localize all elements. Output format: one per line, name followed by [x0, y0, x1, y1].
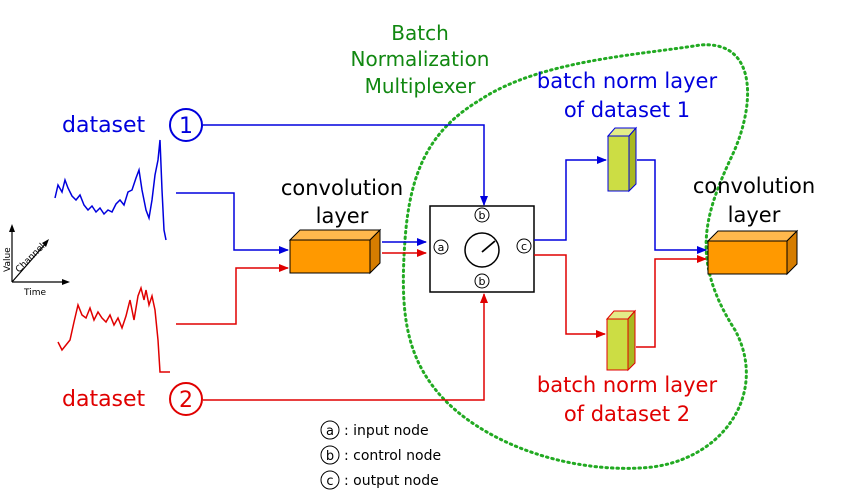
svg-text:b: b [479, 209, 486, 222]
multiplexer-switch: b b a c [429, 205, 535, 293]
control-node-top [474, 207, 490, 223]
axis-time-label: Time [23, 288, 46, 298]
axis-value-label: Value [3, 247, 13, 272]
dataset-1-number: 1 [179, 114, 193, 139]
conv-right-block [706, 229, 799, 276]
conv-left-label: convolution layer [281, 176, 403, 228]
dataset-2-number: 2 [179, 388, 193, 413]
svg-text:: output node: : output node [344, 473, 439, 489]
svg-text:a: a [438, 241, 445, 254]
title-line-2: Normalization [351, 47, 490, 71]
svg-text:convolution: convolution [693, 174, 815, 198]
legend-output-node: c : output node [320, 470, 439, 490]
dataset-2-signal [57, 285, 170, 373]
conv-left-block [288, 228, 382, 275]
dataset-2-circle [169, 382, 203, 416]
dataset-1-label: dataset [62, 113, 146, 138]
svg-text:convolution: convolution [281, 176, 403, 200]
output-node [516, 238, 532, 254]
svg-text:batch norm layer: batch norm layer [537, 373, 718, 397]
switch-needle [481, 240, 496, 253]
bn1-label: batch norm layer of dataset 1 [537, 69, 718, 122]
title-line-3: Multiplexer [365, 74, 477, 98]
legend-input-node: a : input node [320, 420, 429, 440]
control-node-bottom [474, 273, 490, 289]
dataset-1-connections [176, 124, 707, 254]
svg-text:a: a [326, 424, 334, 439]
svg-text:layer: layer [728, 203, 781, 227]
multiplexer-title: Batch Normalization Multiplexer [351, 21, 490, 98]
axis-channel-label: Channel [14, 242, 47, 275]
svg-text:c: c [521, 240, 527, 253]
input-node [433, 239, 449, 255]
multiplexer-region [401, 43, 750, 470]
bn2-label: batch norm layer of dataset 2 [537, 373, 718, 426]
bn1-block [606, 126, 638, 193]
svg-text:: input node: : input node [344, 423, 429, 439]
title-line-1: Batch [391, 21, 449, 45]
switch-dial [464, 232, 500, 268]
node-legend: a : input node b : control node c : outp… [320, 420, 441, 490]
bn2-block [605, 309, 637, 372]
svg-text:b: b [326, 449, 334, 464]
dataset-1-signal [54, 139, 167, 241]
svg-text:batch norm layer: batch norm layer [537, 69, 718, 93]
dataset-2-label: dataset [62, 387, 146, 412]
svg-text:c: c [326, 474, 333, 489]
legend-control-node: b : control node [320, 445, 441, 465]
axes-icon: Value Channel Time [3, 224, 70, 298]
dataset-2-connections [176, 249, 707, 401]
conv-right-label: convolution layer [693, 174, 815, 227]
svg-text:b: b [479, 275, 486, 288]
dataset-1-circle [169, 108, 203, 142]
svg-text:layer: layer [316, 204, 369, 228]
svg-text:of dataset 2: of dataset 2 [564, 402, 690, 426]
svg-text:: control node: : control node [344, 448, 441, 464]
svg-text:of dataset 1: of dataset 1 [564, 98, 690, 122]
